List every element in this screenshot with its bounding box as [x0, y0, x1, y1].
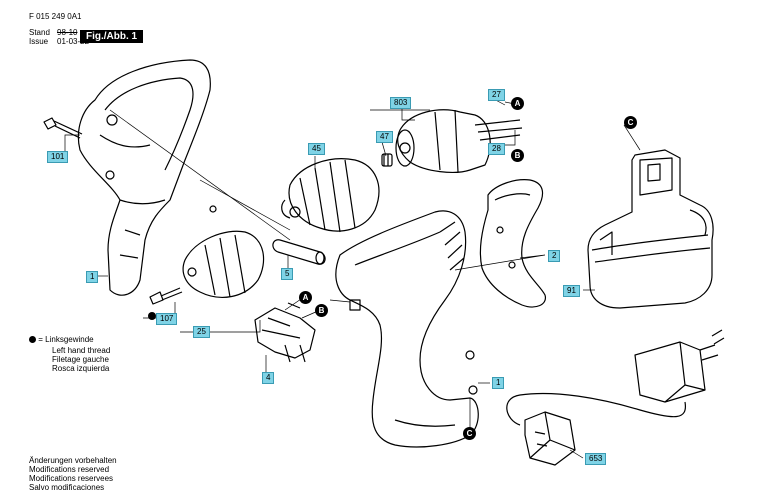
- keyed-chuck-25: [182, 230, 265, 298]
- keyless-chuck-45: [281, 158, 380, 233]
- marker-c-battery: C: [624, 116, 637, 129]
- part-label-803: 803: [390, 97, 412, 109]
- legend-text-en: Left hand thread: [52, 346, 111, 355]
- screw-107: [149, 287, 183, 305]
- part-label-101: 101: [47, 151, 69, 163]
- stand-label: Stand: [29, 28, 50, 37]
- handle-cover-2: [479, 179, 547, 308]
- doc-number: F 015 249 0A1: [29, 12, 82, 21]
- part-label-1-right: 1: [492, 377, 505, 389]
- legend-equals: =: [38, 335, 43, 344]
- footer-line-es: Salvo modificaciones: [29, 483, 105, 492]
- marker-b-switch: B: [315, 304, 328, 317]
- part-label-2: 2: [548, 250, 561, 262]
- footer-line-de: Änderungen vorbehalten: [29, 456, 117, 465]
- legend-text-de: Linksgewinde: [45, 335, 94, 344]
- marker-a-switch: A: [299, 291, 312, 304]
- marker-a-motor: A: [511, 97, 524, 110]
- battery-pack-91: [587, 149, 714, 309]
- legend-dot-icon: [29, 336, 36, 344]
- spindle-lock-5: [272, 239, 326, 265]
- legend-line-1: = Linksgewinde: [29, 335, 94, 344]
- part-label-28: 28: [488, 143, 505, 155]
- issue-date: 01-03-22: [57, 37, 90, 46]
- charger-plug: [634, 329, 725, 403]
- footer-line-fr: Modifications reservees: [29, 474, 114, 483]
- marker-b-motor: B: [511, 149, 524, 162]
- switch-4: [254, 302, 316, 363]
- pinion-47: [381, 153, 393, 167]
- legend-text-es: Rosca izquierda: [52, 364, 110, 373]
- issue-label: Issue: [29, 37, 49, 46]
- figure-tag: Fig./Abb. 1: [80, 30, 144, 43]
- old-date: 98-10: [57, 28, 78, 37]
- part-label-4: 4: [262, 372, 275, 384]
- footer-line-en: Modifications reserved: [29, 465, 110, 474]
- motor-803: [395, 109, 523, 173]
- charger-cable: [506, 392, 686, 426]
- legend-text-fr: Filetage gauche: [52, 355, 109, 364]
- part-label-27: 27: [488, 89, 505, 101]
- housing-half-left: [77, 59, 217, 296]
- left-hand-thread-dot: [148, 312, 156, 320]
- charger-connector-653: [524, 411, 576, 466]
- marker-c-housing: C: [463, 427, 476, 440]
- part-label-47: 47: [376, 131, 393, 143]
- housing-half-right: [335, 210, 479, 448]
- part-label-91: 91: [563, 285, 580, 297]
- screw-101: [43, 117, 83, 139]
- part-label-653: 653: [585, 453, 607, 465]
- part-label-45: 45: [308, 143, 325, 155]
- part-label-25: 25: [193, 326, 210, 338]
- part-label-5: 5: [281, 268, 294, 280]
- part-label-107: 107: [156, 313, 178, 325]
- part-label-1-left: 1: [86, 271, 99, 283]
